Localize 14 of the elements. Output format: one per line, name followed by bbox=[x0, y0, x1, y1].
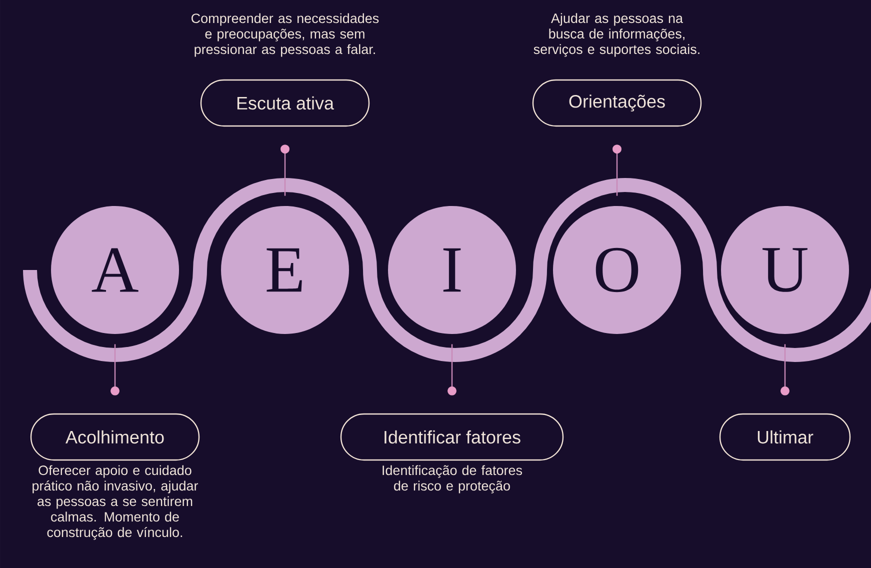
label-pill: Identificar fatores bbox=[340, 413, 564, 461]
label-pill: Escuta ativa bbox=[200, 79, 370, 127]
description: Ajudar as pessoas na busca de informações, serviços e suportes sociais. bbox=[534, 13, 700, 57]
leader-line bbox=[612, 144, 622, 196]
leader-line bbox=[448, 344, 456, 396]
description: Compreender as necessidades e preocupações, mas sem pressionar as pessoas a falar. bbox=[192, 13, 379, 57]
leader-line bbox=[280, 144, 290, 196]
leader-line bbox=[780, 344, 790, 396]
label-pill: Acolhimento bbox=[30, 413, 200, 461]
label-pill: Orientações bbox=[532, 79, 702, 127]
description: Oferecer apoio e cuidado prático não invasivo, ajudar as pessoas a se sentirem calmas. Momento de construção de vínculo. bbox=[32, 465, 198, 540]
label-pill: Ultimar bbox=[719, 413, 851, 461]
leader-line bbox=[110, 344, 120, 396]
description: Identificação de fatores de risco e proteção bbox=[382, 465, 522, 494]
